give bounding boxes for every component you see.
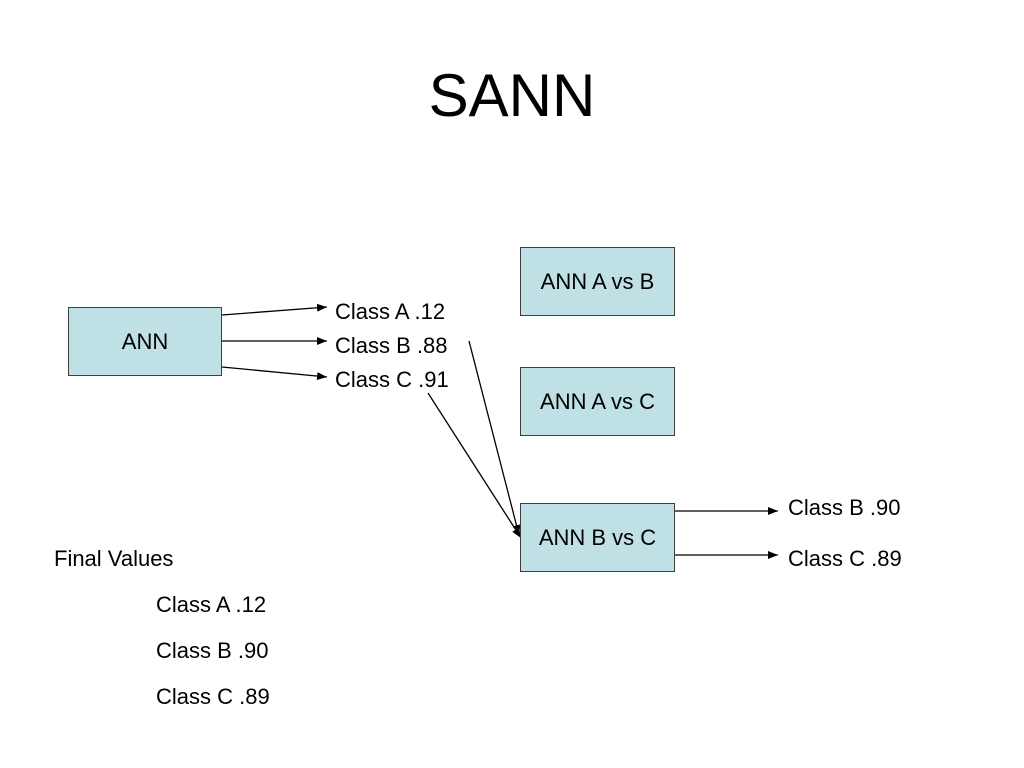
final-values-heading: Final Values bbox=[54, 546, 174, 571]
slide-title: SANN bbox=[428, 62, 596, 129]
final-value-class-a: Class A .12 bbox=[156, 592, 266, 618]
ann-a-vs-c-label: ANN A vs C bbox=[540, 388, 655, 414]
class-name: Class C bbox=[156, 684, 234, 709]
class-value: .88 bbox=[416, 333, 448, 358]
class-value: .12 bbox=[414, 299, 446, 324]
class-name: Class A bbox=[156, 592, 230, 617]
arrow-ann-to-class-a bbox=[221, 303, 328, 316]
ann-b-vs-c-box: ANN B vs C bbox=[520, 503, 675, 572]
ann-output-class-b: Class B .88 bbox=[335, 333, 448, 359]
ann-box: ANN bbox=[68, 307, 222, 376]
arrow-class-c-to-bvc bbox=[427, 392, 522, 539]
final-value-class-b: Class B .90 bbox=[156, 638, 269, 664]
ann-a-vs-b-label: ANN A vs B bbox=[540, 268, 655, 294]
class-name: Class A bbox=[335, 299, 409, 324]
ann-b-vs-c-label: ANN B vs C bbox=[538, 524, 657, 550]
class-value: .89 bbox=[239, 684, 270, 709]
class-name: Class B bbox=[156, 638, 232, 663]
class-value: .91 bbox=[418, 367, 449, 392]
ann-output-class-c: Class C .91 bbox=[335, 367, 449, 393]
arrow-class-b-to-bvc bbox=[468, 340, 521, 536]
class-value: .90 bbox=[869, 495, 901, 520]
final-value-class-c: Class C .89 bbox=[156, 684, 270, 710]
class-name: Class C bbox=[335, 367, 413, 392]
class-value: .90 bbox=[237, 638, 269, 663]
bvc-output-class-c: Class C .89 bbox=[788, 546, 902, 572]
bvc-output-class-b: Class B .90 bbox=[788, 495, 901, 521]
class-name: Class C bbox=[788, 546, 866, 571]
ann-a-vs-b-box: ANN A vs B bbox=[520, 247, 675, 316]
class-name: Class B bbox=[788, 495, 864, 520]
ann-output-class-a: Class A .12 bbox=[335, 299, 445, 325]
class-name: Class B bbox=[335, 333, 411, 358]
ann-box-label: ANN bbox=[121, 328, 169, 354]
class-value: .12 bbox=[235, 592, 267, 617]
ann-a-vs-c-box: ANN A vs C bbox=[520, 367, 675, 436]
class-value: .89 bbox=[871, 546, 902, 571]
arrow-ann-to-class-c bbox=[221, 366, 328, 381]
